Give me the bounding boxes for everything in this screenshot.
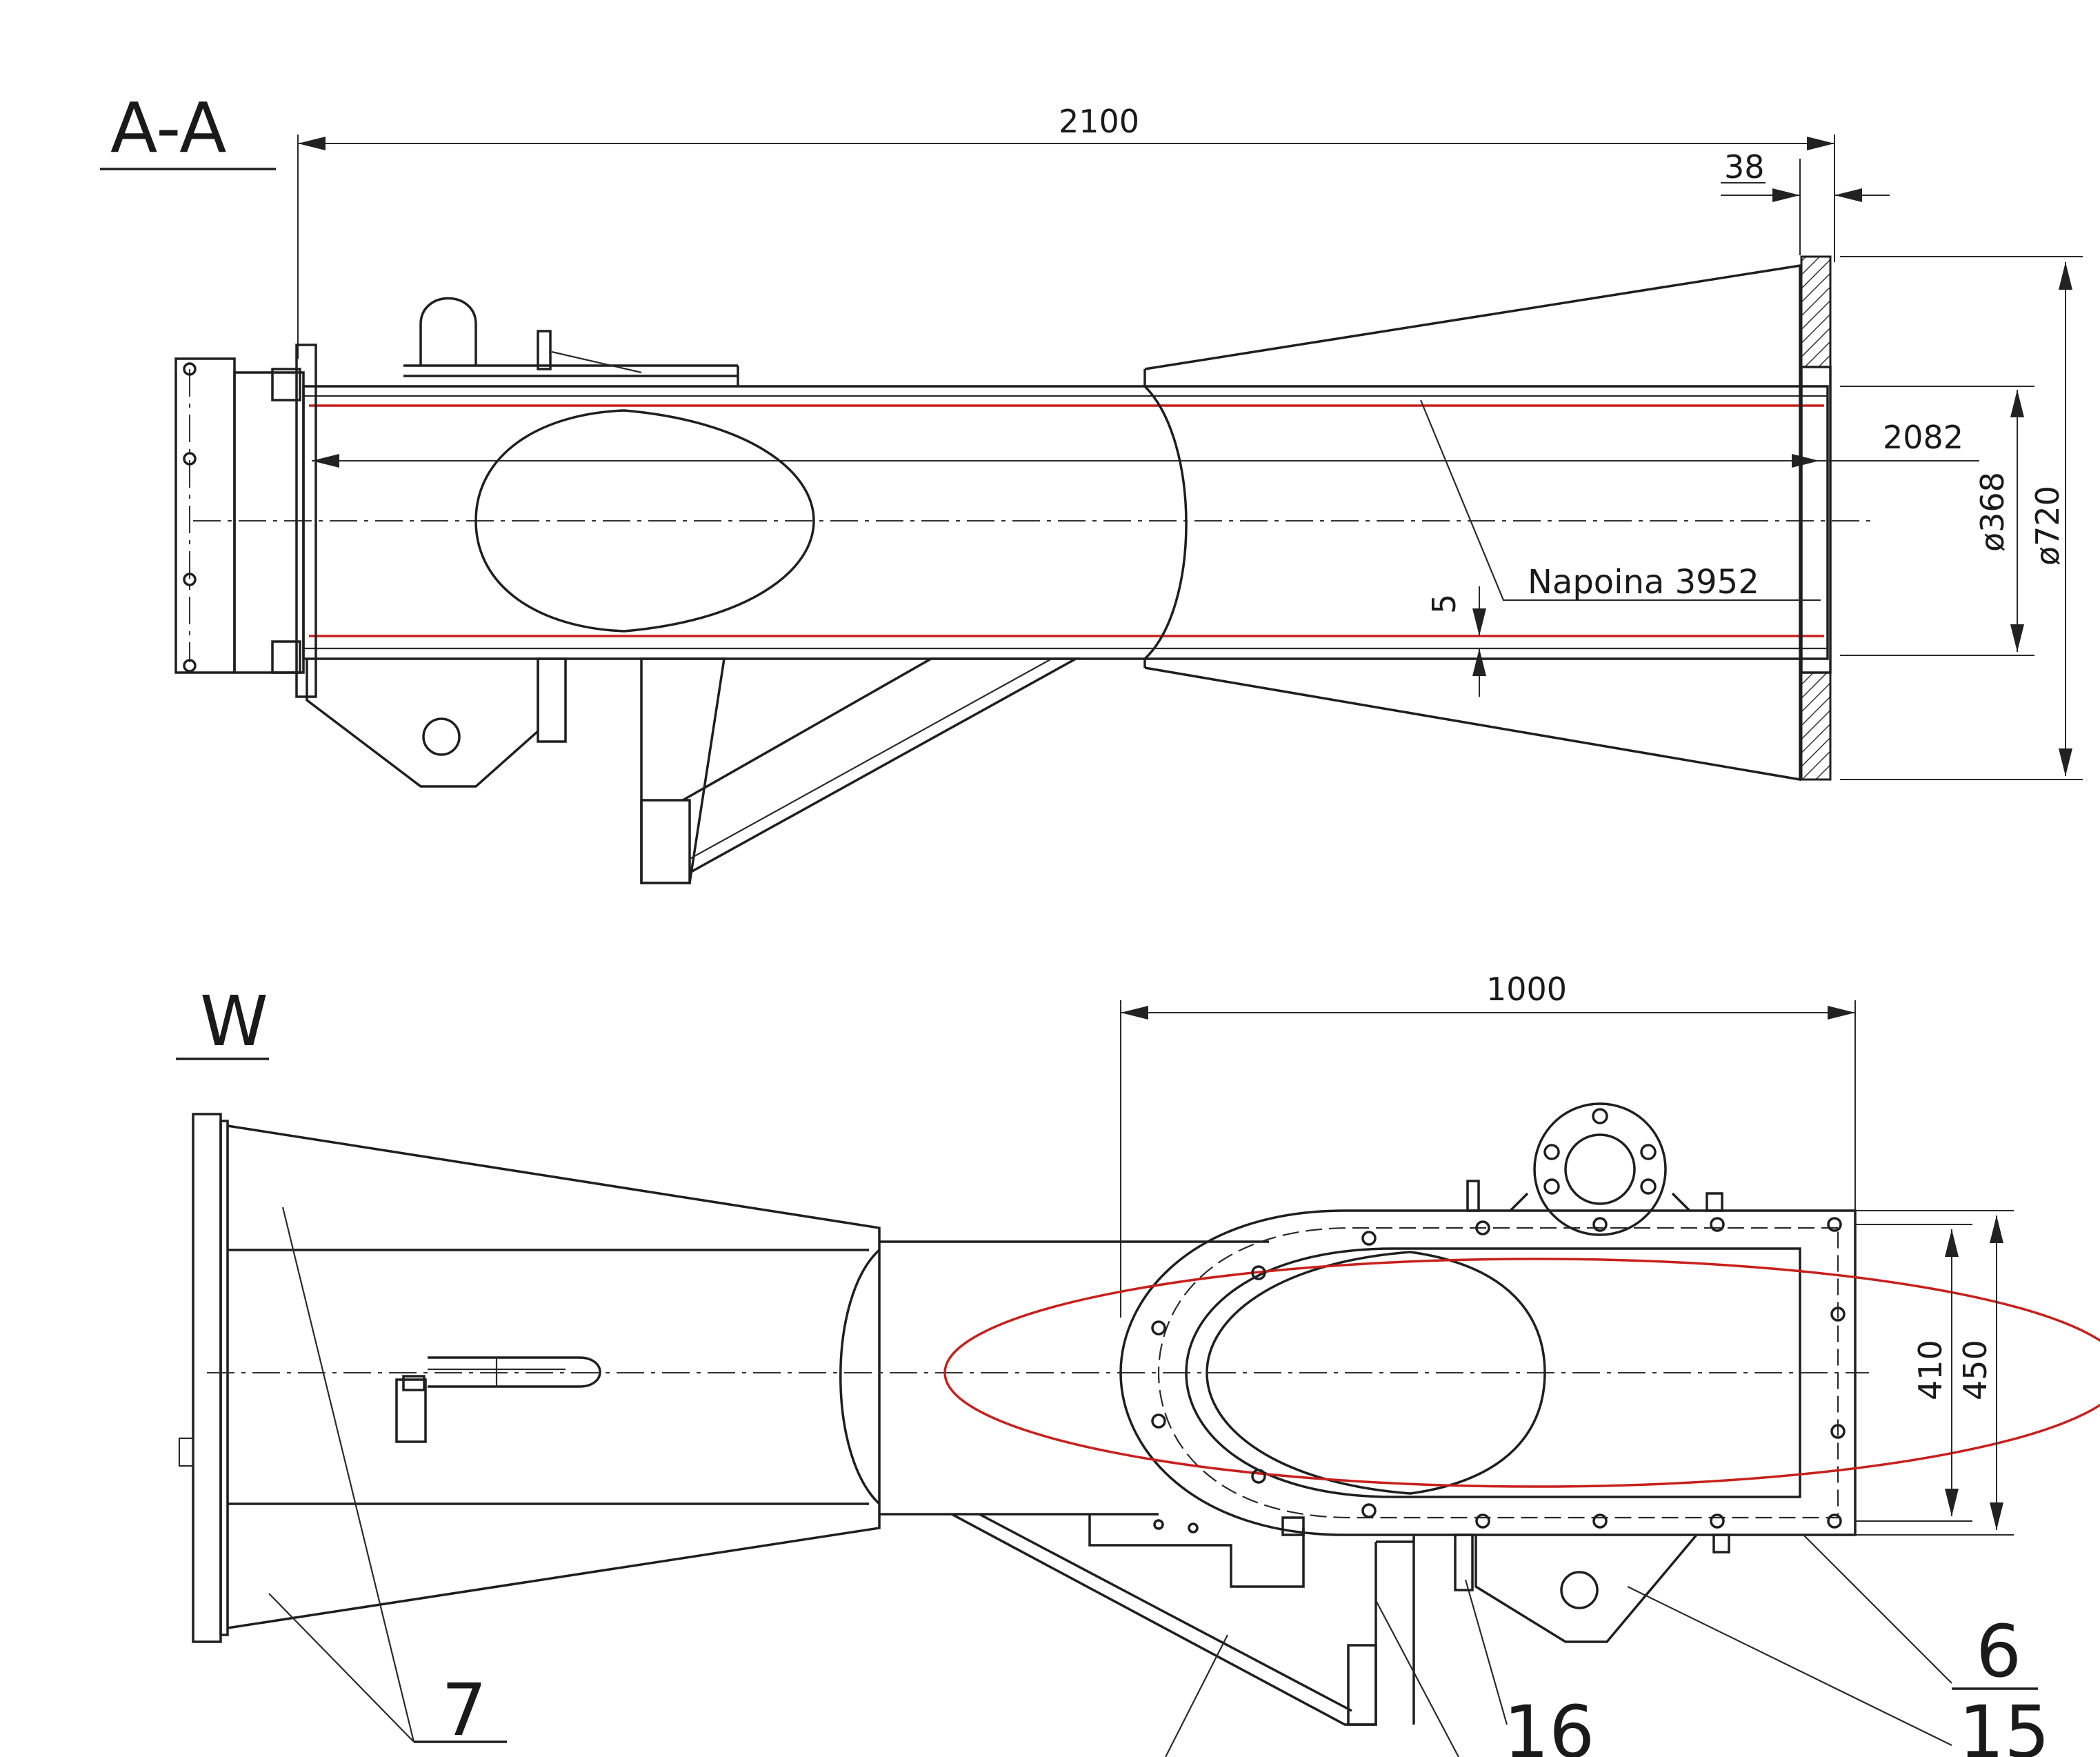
bolt-holes xyxy=(1151,1217,1846,1529)
weld-note: Napoina 3952 xyxy=(1528,563,1759,602)
view-w: W 1000 xyxy=(176,971,2100,1757)
section-aa: A-A 2100 38 2082 xyxy=(100,88,2083,884)
callout-16: 16 xyxy=(1503,1690,1594,1757)
dim-d368: ø368 xyxy=(1974,472,2011,552)
callout-15: 15 xyxy=(1959,1690,2050,1757)
section-aa-title: A-A xyxy=(110,88,227,168)
dim-wall-5: 5 xyxy=(1426,594,1463,614)
callout-6: 6 xyxy=(1976,1609,2021,1694)
dim-2082: 2082 xyxy=(1883,419,1963,456)
dim-2100: 2100 xyxy=(1059,103,1139,140)
dim-450: 450 xyxy=(1957,1340,1994,1400)
dim-410: 410 xyxy=(1912,1340,1949,1400)
view-w-title: W xyxy=(200,981,268,1062)
dim-d720: ø720 xyxy=(2029,486,2066,566)
callout-7: 7 xyxy=(441,1668,487,1752)
dim-38: 38 xyxy=(1724,148,1765,186)
dim-1000: 1000 xyxy=(1486,971,1567,1008)
